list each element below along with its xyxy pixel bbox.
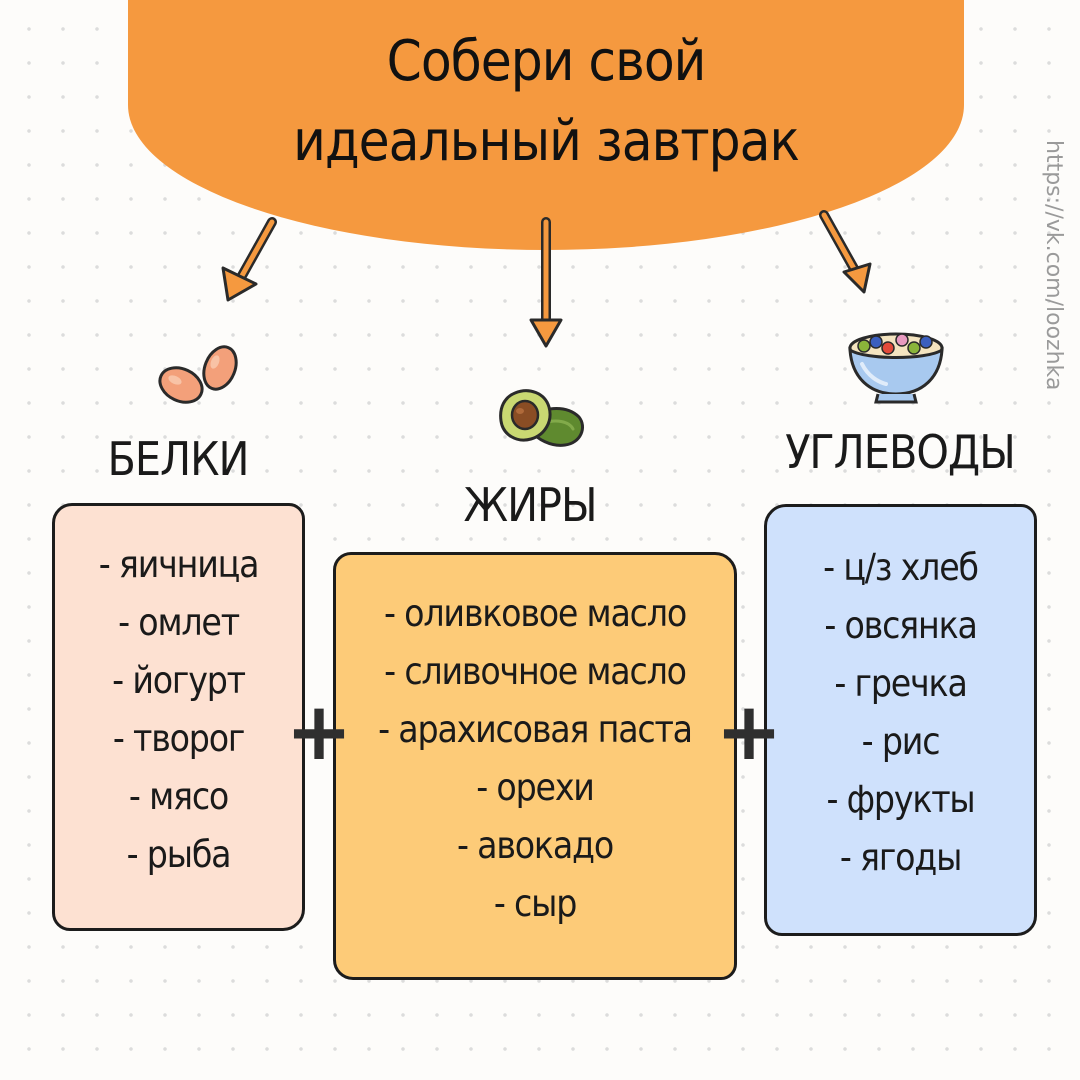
arrow-right-icon — [819, 210, 872, 294]
list-item: - яичница — [98, 543, 260, 586]
title-line-2: идеальный завтрак — [293, 109, 800, 174]
list-item: - сыр — [493, 882, 578, 925]
list-item: - арахисовая паста — [378, 708, 693, 751]
plus-icon-1: + — [285, 685, 353, 778]
list-item: - мясо — [128, 775, 229, 818]
page-title: Собери свой идеальный завтрак — [128, 22, 964, 182]
protein-list: - яичница - омлет - йогурт - творог - мя… — [55, 536, 302, 884]
heading-proteins: БЕЛКИ — [107, 432, 250, 486]
heading-fats: ЖИРЫ — [463, 478, 597, 532]
list-item: - рыба — [126, 833, 232, 876]
watermark-url: https://vk.com/loozhka — [1041, 140, 1066, 391]
eggs-icon — [158, 345, 238, 404]
card-carbs[interactable]: - ц/з хлеб - овсянка - гречка - рис - фр… — [764, 504, 1037, 936]
list-item: - авокадо — [456, 824, 614, 867]
fats-list: - оливковое масло - сливочное масло - ар… — [336, 585, 734, 933]
list-item: - оливковое масло — [383, 592, 687, 635]
list-item: - ц/з хлеб — [823, 546, 979, 589]
list-item: - овсянка — [824, 604, 978, 647]
list-item: - рис — [861, 720, 941, 763]
title-line-1: Собери свой — [386, 29, 707, 94]
list-item: - фрукты — [826, 778, 975, 821]
list-item: - йогурт — [112, 659, 246, 702]
avocado-icon — [499, 389, 584, 447]
list-item: - сливочное масло — [384, 650, 687, 693]
list-item: - орехи — [476, 766, 595, 809]
list-item: - гречка — [834, 662, 967, 705]
arrow-left-icon — [221, 217, 277, 302]
oatmeal-bowl-icon — [848, 332, 944, 404]
list-item: - ягоды — [839, 836, 963, 879]
carbs-list: - ц/з хлеб - овсянка - гречка - рис - фр… — [767, 539, 1034, 887]
list-item: - омлет — [118, 601, 240, 644]
plus-icon-2: + — [715, 685, 783, 778]
heading-carbs: УГЛЕВОДЫ — [785, 425, 1016, 479]
header-banner — [128, 0, 964, 250]
card-fats[interactable]: - оливковое масло - сливочное масло - ар… — [333, 552, 737, 980]
arrow-center-icon — [529, 217, 563, 348]
list-item: - творог — [112, 717, 246, 760]
card-proteins[interactable]: - яичница - омлет - йогурт - творог - мя… — [52, 503, 305, 931]
